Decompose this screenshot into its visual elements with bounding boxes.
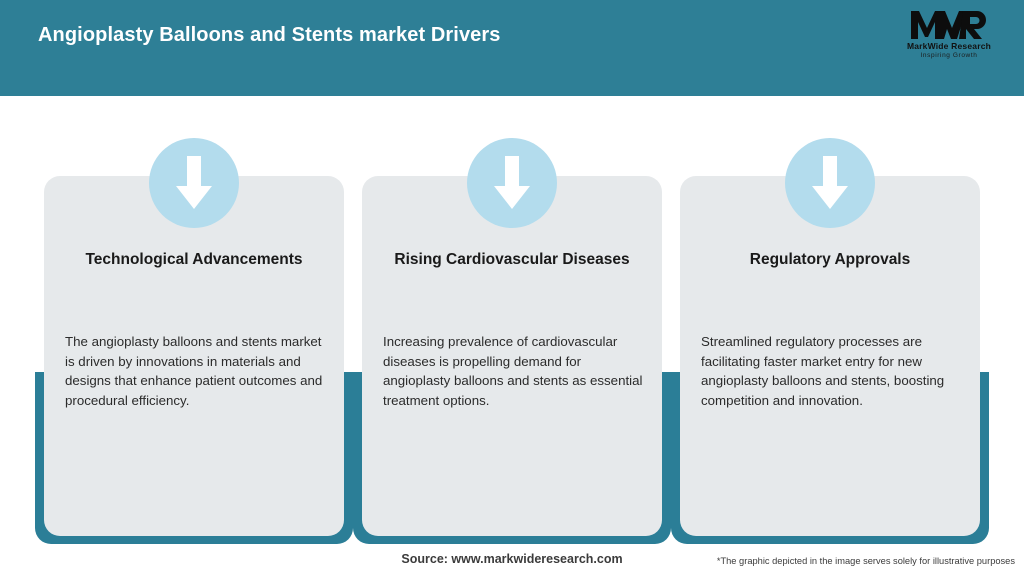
card-panel: Regulatory Approvals Streamlined regulat… [680, 176, 980, 536]
cards-container: Technological Advancements The angioplas… [0, 96, 1024, 576]
disclaimer-text: *The graphic depicted in the image serve… [716, 556, 1015, 566]
logo-tagline: Inspiring Growth [920, 52, 978, 59]
down-arrow-icon [785, 138, 875, 228]
brand-logo: MarkWide Research Inspiring Growth [894, 10, 1004, 66]
card-title: Rising Cardiovascular Diseases [394, 251, 630, 268]
driver-card-3: Regulatory Approvals Streamlined regulat… [671, 96, 989, 576]
card-title: Technological Advancements [85, 251, 303, 268]
card-title: Regulatory Approvals [749, 251, 911, 268]
card-panel: Rising Cardiovascular Diseases Increasin… [362, 176, 662, 536]
card-body-text: The angioplasty balloons and stents mark… [65, 334, 323, 408]
page-title: Angioplasty Balloons and Stents market D… [38, 24, 501, 46]
card-body-text: Increasing prevalence of cardiovascular … [383, 334, 643, 408]
driver-card-2: Rising Cardiovascular Diseases Increasin… [353, 96, 671, 576]
down-arrow-icon [467, 138, 557, 228]
logo-company-name: MarkWide Research [906, 41, 992, 51]
driver-card-1: Technological Advancements The angioplas… [35, 96, 353, 576]
mwr-logo-icon [894, 10, 1004, 40]
header-band: Angioplasty Balloons and Stents market D… [0, 0, 1024, 96]
source-label: Source: www.markwideresearch.com [401, 552, 623, 566]
down-arrow-icon [149, 138, 239, 228]
card-panel: Technological Advancements The angioplas… [44, 176, 344, 536]
card-body-text: Streamlined regulatory processes are fac… [701, 334, 945, 408]
